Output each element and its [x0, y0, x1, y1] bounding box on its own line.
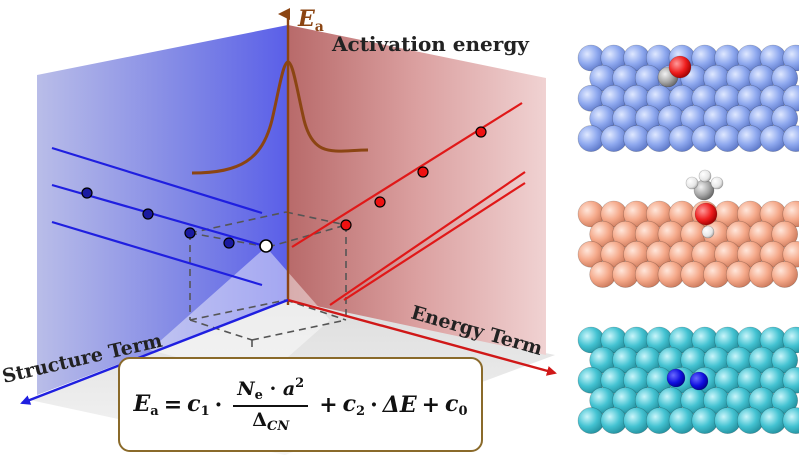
formula-dot-2: · [370, 391, 378, 418]
surface-atom [782, 367, 799, 394]
hydrogen-atom [698, 169, 712, 183]
surface-panel-blue [577, 44, 799, 152]
surface-atom [782, 326, 799, 354]
surface-atom [612, 261, 639, 288]
surface-atom [771, 346, 799, 374]
surface-atom [645, 407, 673, 434]
surface-atom [782, 85, 799, 112]
projection-wedge [150, 247, 330, 380]
surface-atom [623, 407, 650, 434]
surface-atom [736, 407, 764, 434]
surface-atom [714, 125, 741, 152]
surface-atom [714, 407, 741, 434]
surface-atom [668, 125, 696, 152]
surface-atom [771, 220, 799, 248]
surface-atom [759, 125, 787, 152]
prediction-point [259, 239, 273, 253]
energy-wall [288, 25, 546, 355]
formula-plus-2: + [421, 391, 441, 418]
surface-panel-salmon [577, 169, 799, 290]
surface-atom [771, 261, 799, 288]
energy-points [340, 126, 487, 231]
formula-plus-1: + [319, 391, 338, 418]
oxygen-atom [668, 55, 692, 79]
energy-point [340, 219, 352, 231]
formula-denominator: ΔCN [252, 408, 290, 434]
energy-point [417, 166, 429, 178]
surface-atom [725, 261, 753, 288]
surface-atom [703, 261, 730, 288]
surface-atom [680, 261, 708, 288]
surface-atom [782, 200, 799, 228]
surface-panel-teal [577, 325, 799, 435]
nitrogen-atom [666, 368, 686, 388]
hydrogen-atom [710, 176, 724, 190]
ea-axis-label: Ea [297, 6, 324, 35]
surface-atom [634, 261, 662, 288]
structure-wall [37, 25, 288, 395]
structure-point [142, 208, 154, 220]
formula-numerator: Ne · a2 [233, 376, 309, 407]
surface-atom [736, 125, 764, 152]
formula-delta-e: ΔE [382, 391, 417, 418]
structure-point [184, 227, 196, 239]
surface-atom [771, 64, 799, 92]
surface-atom [589, 261, 617, 288]
surface-atom [748, 261, 776, 288]
surface-atom [782, 44, 799, 72]
surface-atom [759, 407, 787, 434]
nitrogen-atom [689, 371, 709, 391]
surface-atom [645, 125, 673, 152]
formula-fraction: Ne · a2 ΔCN [233, 376, 309, 434]
hydrogen-atom [685, 176, 699, 190]
formula-c2: c2 [342, 390, 366, 419]
structure-point [223, 237, 235, 249]
formula-lhs: Ea [133, 390, 159, 419]
hydrogen-atom [701, 225, 715, 239]
surface-atom [577, 407, 605, 434]
surface-atom [782, 125, 799, 152]
surface-atom [668, 407, 696, 434]
formula-c1: c1 [187, 390, 210, 419]
surface-atom [623, 125, 650, 152]
activation-energy-title: Activation energy [331, 32, 530, 56]
surface-atom [782, 407, 799, 434]
formula-box: Ea = c1 · Ne · a2 ΔCN + c2 · ΔE + c0 [118, 357, 483, 452]
surface-atom [691, 125, 719, 152]
surface-atom [691, 407, 719, 434]
structure-points [81, 187, 235, 249]
formula-equals: = [163, 391, 183, 418]
surface-atom [577, 125, 605, 152]
surface-atom [657, 261, 685, 288]
energy-point [374, 196, 386, 208]
formula-c0: c0 [445, 390, 468, 419]
structure-term-axis [20, 298, 289, 405]
energy-lines [291, 102, 526, 306]
energy-point [475, 126, 487, 138]
surface-atom [771, 105, 799, 132]
surface-atom [600, 125, 628, 152]
formula-dot: · [214, 391, 223, 418]
surface-atom [771, 387, 799, 414]
oxygen-atom [694, 202, 718, 226]
surface-atom [600, 407, 628, 434]
surface-atom [782, 241, 799, 268]
energy-term-axis [287, 298, 557, 376]
structure-point [81, 187, 93, 199]
